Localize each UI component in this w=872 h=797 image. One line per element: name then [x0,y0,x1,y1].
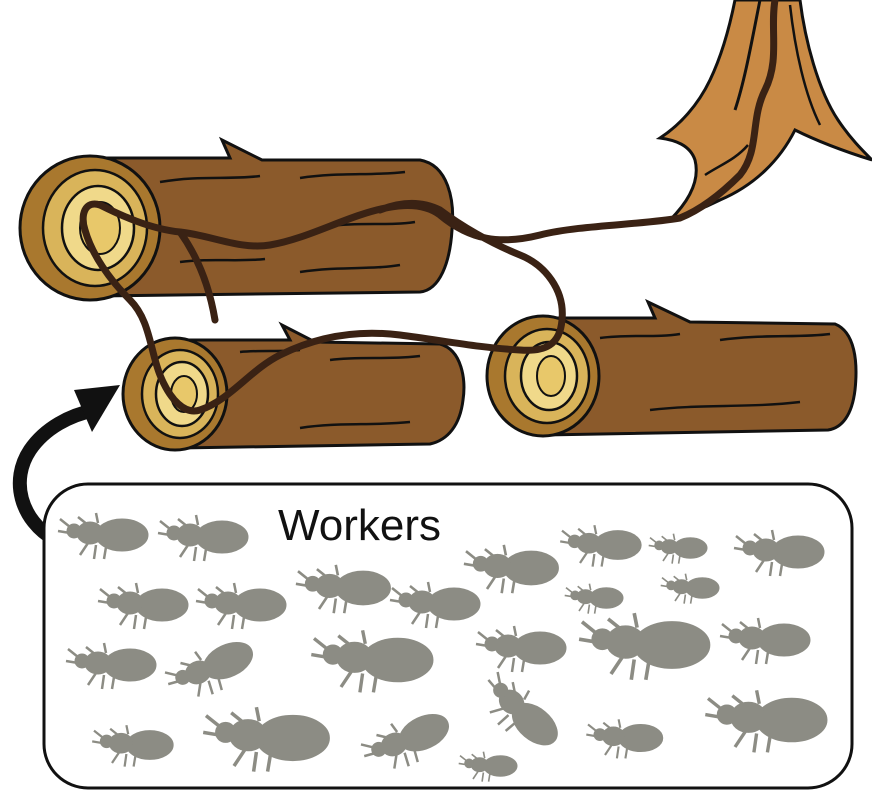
log-end-rings [20,156,160,300]
log-bottom-left [123,325,464,450]
workers-label: Workers [278,501,441,550]
log-bottom-right [487,302,856,436]
log-end-rings [123,338,227,450]
tree-stump [660,0,872,220]
log-end-rings [487,316,599,436]
